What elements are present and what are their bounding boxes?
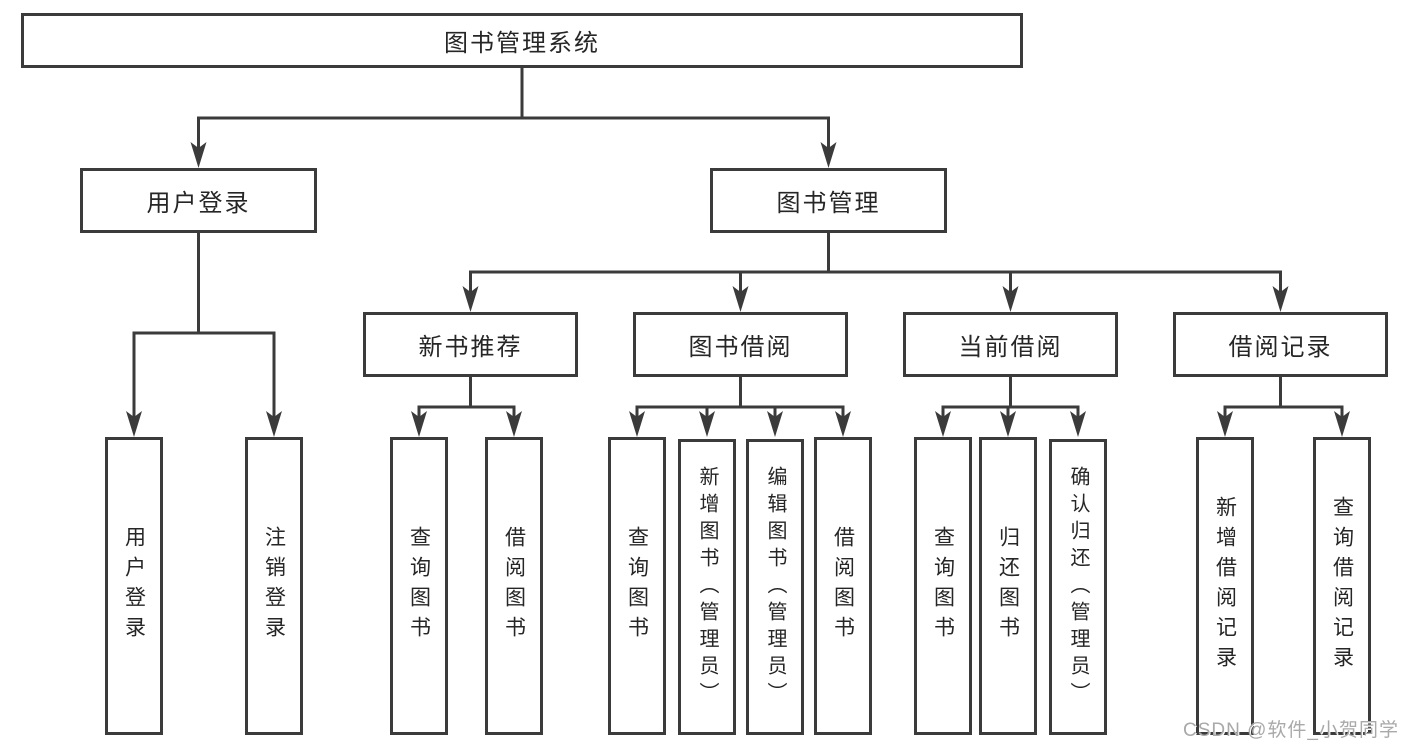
node-current-borrowing-label: 当前借阅 xyxy=(958,334,1063,361)
leaf-query-books-borrowing-label: 查询图书 xyxy=(625,526,649,646)
leaf-borrow-books-recommend: 借阅图书 xyxy=(485,437,543,735)
watermark: CSDN @软件_小贺同学 xyxy=(1183,720,1399,741)
node-borrowing-records-label: 借阅记录 xyxy=(1228,334,1333,361)
node-user-login: 用户登录 xyxy=(80,168,317,233)
leaf-borrow-books-borrowing: 借阅图书 xyxy=(814,437,872,735)
leaf-add-borrowing-record: 新增借阅记录 xyxy=(1196,437,1254,735)
leaf-return-books-label: 归还图书 xyxy=(996,526,1020,646)
node-root-label: 图书管理系统 xyxy=(444,30,600,57)
leaf-query-books-borrowing: 查询图书 xyxy=(608,437,666,735)
leaf-borrow-books-borrowing-label: 借阅图书 xyxy=(831,526,855,646)
node-borrowing-records: 借阅记录 xyxy=(1173,312,1388,377)
leaf-query-borrowing-record: 查询借阅记录 xyxy=(1313,437,1371,735)
leaf-user-login-label: 用户登录 xyxy=(122,526,146,646)
node-book-management: 图书管理 xyxy=(710,168,947,233)
leaf-return-books: 归还图书 xyxy=(979,437,1037,735)
leaf-logout: 注销登录 xyxy=(245,437,303,735)
leaf-edit-books-admin: 编辑图书（管理员） xyxy=(746,439,804,735)
leaf-edit-books-admin-label: 编辑图书（管理员） xyxy=(764,465,786,709)
node-new-book-recommend-label: 新书推荐 xyxy=(418,334,523,361)
leaf-query-books-current: 查询图书 xyxy=(914,437,972,735)
node-user-login-label: 用户登录 xyxy=(146,190,251,217)
leaf-borrow-books-recommend-label: 借阅图书 xyxy=(502,526,526,646)
node-book-management-label: 图书管理 xyxy=(776,190,881,217)
leaf-add-books-admin: 新增图书（管理员） xyxy=(678,439,736,735)
leaf-query-books-recommend-label: 查询图书 xyxy=(407,526,431,646)
leaf-query-borrowing-record-label: 查询借阅记录 xyxy=(1330,496,1354,676)
leaf-user-login: 用户登录 xyxy=(105,437,163,735)
leaf-add-books-admin-label: 新增图书（管理员） xyxy=(696,465,718,709)
leaf-logout-label: 注销登录 xyxy=(262,526,286,646)
node-root: 图书管理系统 xyxy=(21,13,1023,68)
node-book-borrowing-label: 图书借阅 xyxy=(688,334,793,361)
leaf-query-books-recommend: 查询图书 xyxy=(390,437,448,735)
leaf-confirm-return-admin-label: 确认归还（管理员） xyxy=(1067,465,1089,709)
node-current-borrowing: 当前借阅 xyxy=(903,312,1118,377)
node-new-book-recommend: 新书推荐 xyxy=(363,312,578,377)
node-book-borrowing: 图书借阅 xyxy=(633,312,848,377)
leaf-query-books-current-label: 查询图书 xyxy=(931,526,955,646)
leaf-add-borrowing-record-label: 新增借阅记录 xyxy=(1213,496,1237,676)
leaf-confirm-return-admin: 确认归还（管理员） xyxy=(1049,439,1107,735)
